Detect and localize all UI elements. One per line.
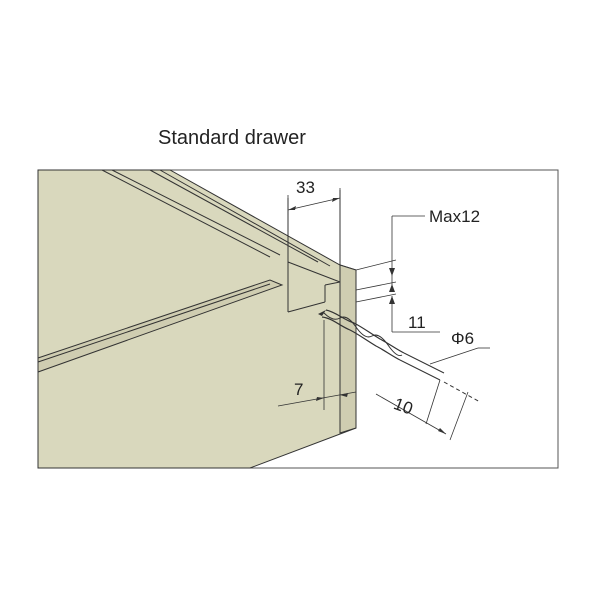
drawer-front-panel bbox=[37, 169, 357, 469]
top-groove bbox=[101, 169, 331, 267]
dim-11: 11 bbox=[355, 293, 440, 333]
dim-max12: Max12 bbox=[355, 207, 480, 292]
dim-11-label: 11 bbox=[408, 313, 426, 332]
dim-max12-label: Max12 bbox=[429, 207, 480, 226]
dim-7-label: 7 bbox=[294, 380, 303, 399]
dim-7: 7 bbox=[277, 320, 357, 410]
drill-bit bbox=[318, 309, 481, 403]
dim-33-label: 33 bbox=[296, 178, 315, 197]
dim-phi6-label: Φ6 bbox=[451, 329, 474, 348]
dim-33: 33 bbox=[287, 178, 341, 215]
diagram-title: Standard drawer bbox=[158, 127, 306, 149]
dim-10: 10 bbox=[375, 379, 469, 441]
drawer-panel-end bbox=[339, 264, 357, 434]
bottom-groove bbox=[37, 279, 284, 373]
dim-phi6: Φ6 bbox=[429, 329, 490, 365]
